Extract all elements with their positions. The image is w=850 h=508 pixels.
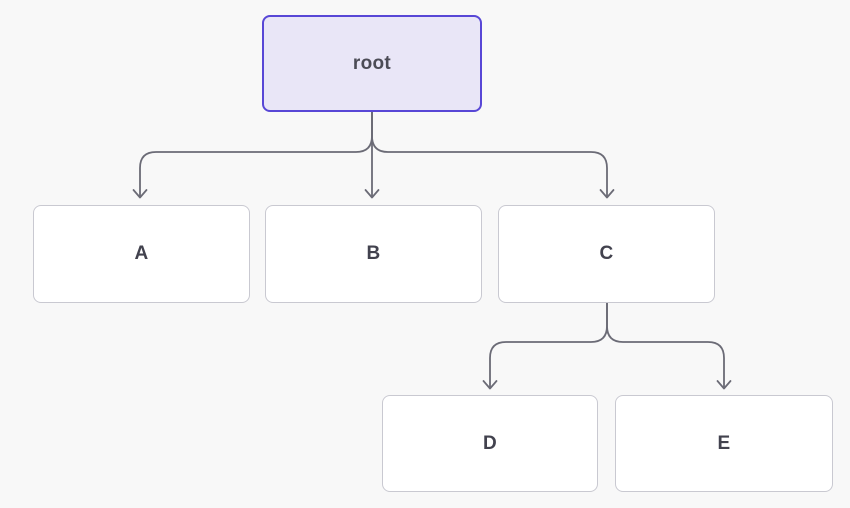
node-a[interactable]: A xyxy=(33,205,250,303)
edge-root-B xyxy=(364,111,380,199)
edge-C-E xyxy=(606,302,732,390)
node-root-label: root xyxy=(352,52,392,74)
node-b[interactable]: B xyxy=(265,205,482,303)
arrowhead-icon xyxy=(132,189,148,199)
node-root[interactable]: root xyxy=(262,15,482,112)
node-d[interactable]: D xyxy=(382,395,598,492)
arrowhead-icon xyxy=(716,380,732,390)
node-b-label: B xyxy=(366,243,381,264)
node-a-label: A xyxy=(134,243,149,264)
node-d-label: D xyxy=(482,432,498,454)
node-e-label: E xyxy=(717,432,731,454)
node-e[interactable]: E xyxy=(615,395,833,492)
edge-C-D xyxy=(482,302,608,390)
edge-root-C xyxy=(371,111,615,199)
arrowhead-icon xyxy=(599,189,615,199)
node-c-label: C xyxy=(599,243,614,264)
arrowhead-icon xyxy=(364,189,380,199)
arrowhead-icon xyxy=(482,380,498,390)
node-c[interactable]: C xyxy=(498,205,715,303)
edge-root-A xyxy=(132,111,373,199)
